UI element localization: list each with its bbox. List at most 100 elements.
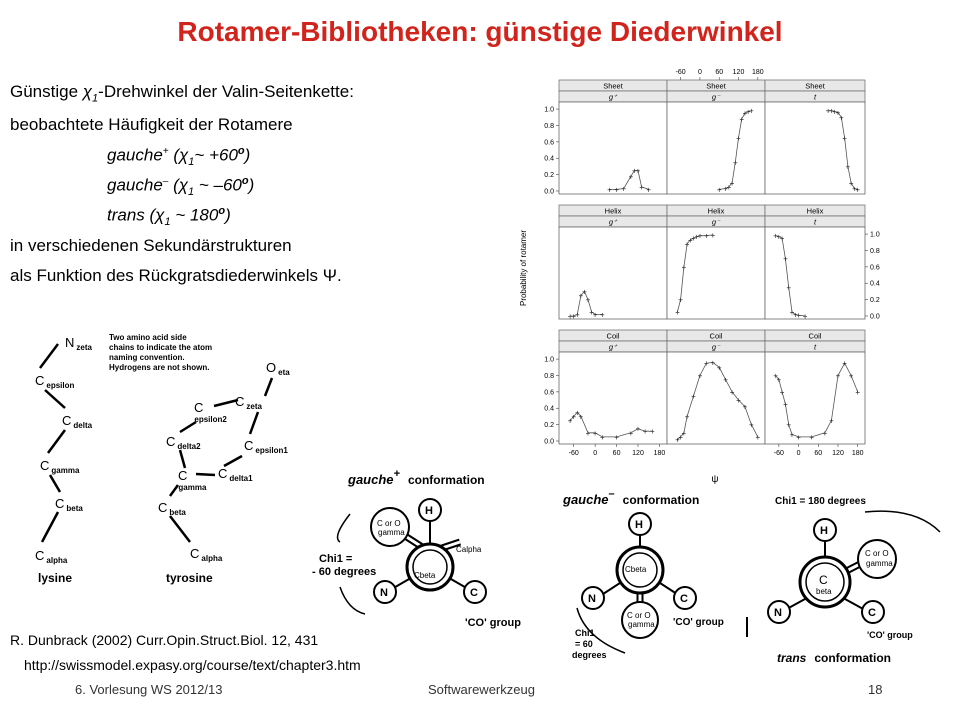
footer-lecture: 6. Vorlesung WS 2012/13 <box>75 682 223 697</box>
strip-label: Sheet <box>805 82 826 91</box>
data-point: + <box>749 107 754 116</box>
panel-frame <box>558 226 668 320</box>
series-line <box>609 170 649 190</box>
data-point: + <box>783 400 788 409</box>
lysine-label: lysine <box>38 571 72 585</box>
y-tick-label: 0.2 <box>544 422 554 429</box>
gauche-plus-label: gauche+conformation <box>347 468 485 487</box>
data-point: + <box>777 376 782 385</box>
chi-angle-label: Chi1 <box>575 628 595 638</box>
strip-label: g⁺ <box>609 93 618 102</box>
y-axis-label: Probability of rotamer <box>519 230 528 306</box>
data-point: + <box>678 296 683 305</box>
atom-label: gamma <box>866 559 893 568</box>
atom-label: C <box>680 593 688 605</box>
chi-angle-label: = 60 <box>575 639 593 649</box>
y-tick-label: 0.8 <box>544 123 554 130</box>
data-point: + <box>575 310 580 319</box>
newman-gauche-plus: gauche+conformation H N C C or O gamma C… <box>312 468 521 629</box>
y-tick-label: 0.0 <box>544 189 554 196</box>
series-line <box>569 411 653 438</box>
atom-label: H <box>820 525 828 537</box>
data-point: + <box>691 234 696 243</box>
data-point: + <box>632 167 637 176</box>
data-point: + <box>749 421 754 430</box>
data-point: + <box>682 429 687 438</box>
atom-label: H <box>425 505 433 517</box>
data-point: + <box>796 433 801 442</box>
data-point: + <box>790 308 795 317</box>
strip-label: Helix <box>807 207 824 216</box>
chi-angle-label: - 60 degrees <box>312 566 376 578</box>
series-line <box>570 290 603 317</box>
strip-label: Coil <box>809 332 822 341</box>
strip-label: Helix <box>708 207 725 216</box>
x-axis-label: ψ <box>711 474 718 485</box>
data-point: + <box>614 185 619 194</box>
x-tick-label: 0 <box>698 69 702 76</box>
data-point: + <box>571 412 576 421</box>
data-point: + <box>733 158 738 167</box>
side-chain-structures: Two amino acid side chains to indicate t… <box>35 333 290 585</box>
data-point: + <box>579 412 584 421</box>
strip-label: Coil <box>607 332 620 341</box>
data-point: + <box>852 185 857 194</box>
data-point: + <box>675 308 680 317</box>
text-line-2: beobachtete Häufigkeit der Rotamere <box>10 115 293 134</box>
strip-label: t <box>814 343 817 352</box>
data-point: + <box>582 287 587 296</box>
data-point: + <box>839 113 844 122</box>
data-point: + <box>646 185 651 194</box>
tyrosine-label: tyrosine <box>166 571 213 585</box>
x-tick-label: -60 <box>676 69 686 76</box>
newman-gauche-minus: gauche–conformation H N C Cbeta C or O g… <box>562 488 724 660</box>
data-point: + <box>783 255 788 264</box>
data-point: + <box>823 429 828 438</box>
data-point: + <box>685 412 690 421</box>
data-point: + <box>803 312 808 321</box>
series-line <box>775 235 806 317</box>
text-trans: trans (χ1 ~ 180o) <box>107 205 231 229</box>
data-point: + <box>780 388 785 397</box>
data-point: + <box>836 108 841 117</box>
data-point: + <box>717 363 722 372</box>
data-point: + <box>698 232 703 241</box>
data-point: + <box>829 107 834 116</box>
atom-label: beta <box>816 587 832 596</box>
strip-label: Sheet <box>603 82 624 91</box>
data-point: + <box>643 427 648 436</box>
strip-label: Helix <box>605 207 622 216</box>
y-tick-label: 0.2 <box>870 297 880 304</box>
data-point: + <box>694 233 699 242</box>
y-tick-label: 1.0 <box>870 232 880 239</box>
data-point: + <box>855 185 860 194</box>
data-point: + <box>846 162 851 171</box>
x-tick-label: 0 <box>593 450 597 457</box>
y-tick-label: 0.4 <box>544 406 554 413</box>
data-point: + <box>809 433 814 442</box>
newman-trans: Chi1 = 180 degrees H N C C beta C or O g… <box>746 496 941 665</box>
atom-label: C <box>819 573 828 587</box>
y-tick-label: 0.4 <box>870 281 880 288</box>
text-line-7: als Funktion des Rückgratsdiederwinkels … <box>10 266 342 285</box>
strip-label: t <box>814 93 817 102</box>
data-point: + <box>589 308 594 317</box>
gauche-minus-label: gauche–conformation <box>562 488 699 507</box>
data-point: + <box>629 429 634 438</box>
co-group-label: 'CO' group <box>673 617 724 628</box>
data-point: + <box>855 388 860 397</box>
data-point: + <box>682 263 687 272</box>
strip-label: Sheet <box>706 82 727 91</box>
series-line <box>775 362 859 438</box>
reference-url[interactable]: http://swissmodel.expasy.org/course/text… <box>24 657 361 673</box>
data-point: + <box>600 433 605 442</box>
strip-label: t <box>814 218 817 227</box>
x-tick-label: -60 <box>569 450 579 457</box>
atom-label: gamma <box>378 528 405 537</box>
atom-label: C <box>470 587 478 599</box>
